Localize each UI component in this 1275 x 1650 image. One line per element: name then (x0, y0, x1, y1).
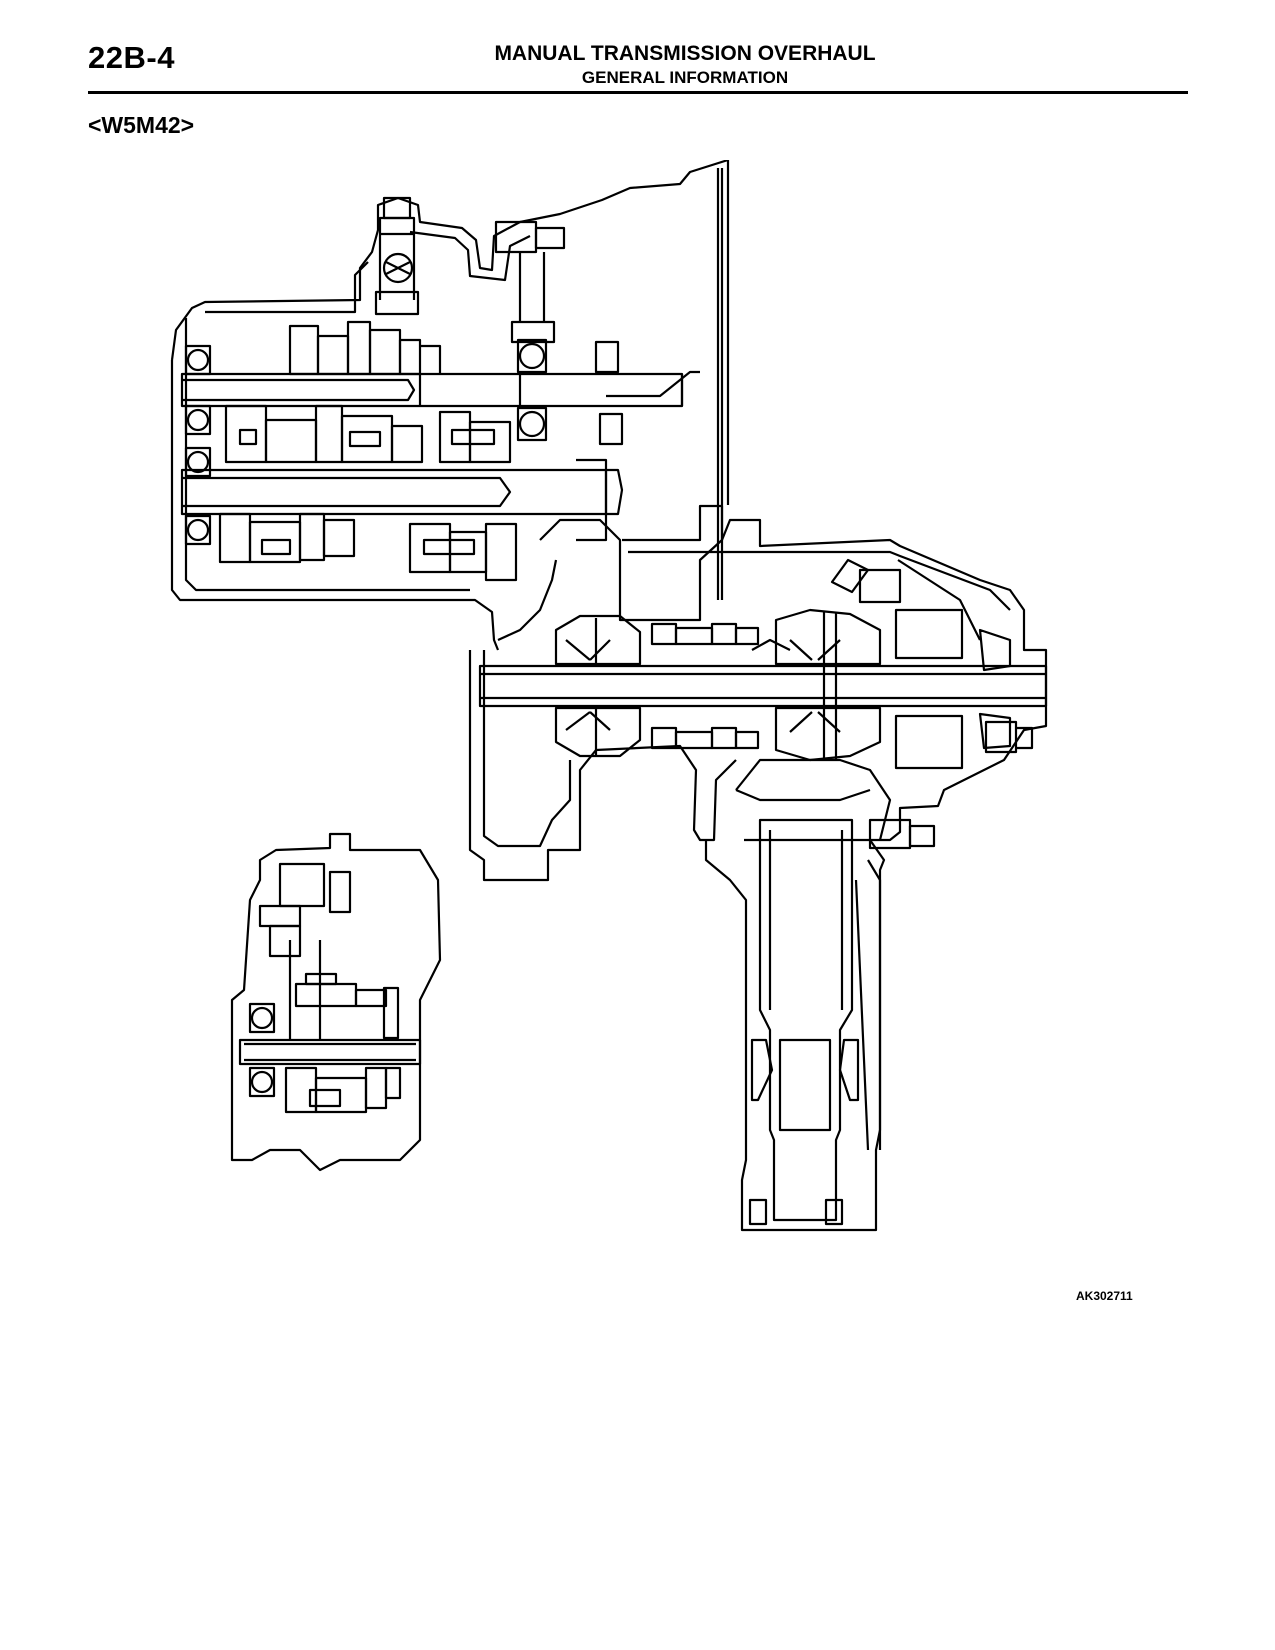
figure-id: AK302711 (1076, 1289, 1133, 1303)
counter-shaft (180, 446, 624, 582)
header-rule (88, 91, 1188, 94)
header-title: MANUAL TRANSMISSION OVERHAUL (494, 42, 876, 65)
front-differential (751, 608, 882, 762)
center-differential (554, 614, 760, 758)
lower-left-detail (230, 832, 442, 1172)
transfer-case (468, 504, 1048, 882)
transmission-cross-section-drawing (170, 160, 1048, 1232)
header-subtitle: GENERAL INFORMATION (581, 68, 789, 87)
model-label: <W5M42> (88, 112, 195, 138)
input-shaft (180, 372, 684, 408)
rear-output-housing (704, 758, 936, 1232)
upper-shaft-gears (184, 320, 624, 464)
front-output-shaft (478, 664, 1048, 708)
page-number: 22B-4 (88, 40, 175, 75)
